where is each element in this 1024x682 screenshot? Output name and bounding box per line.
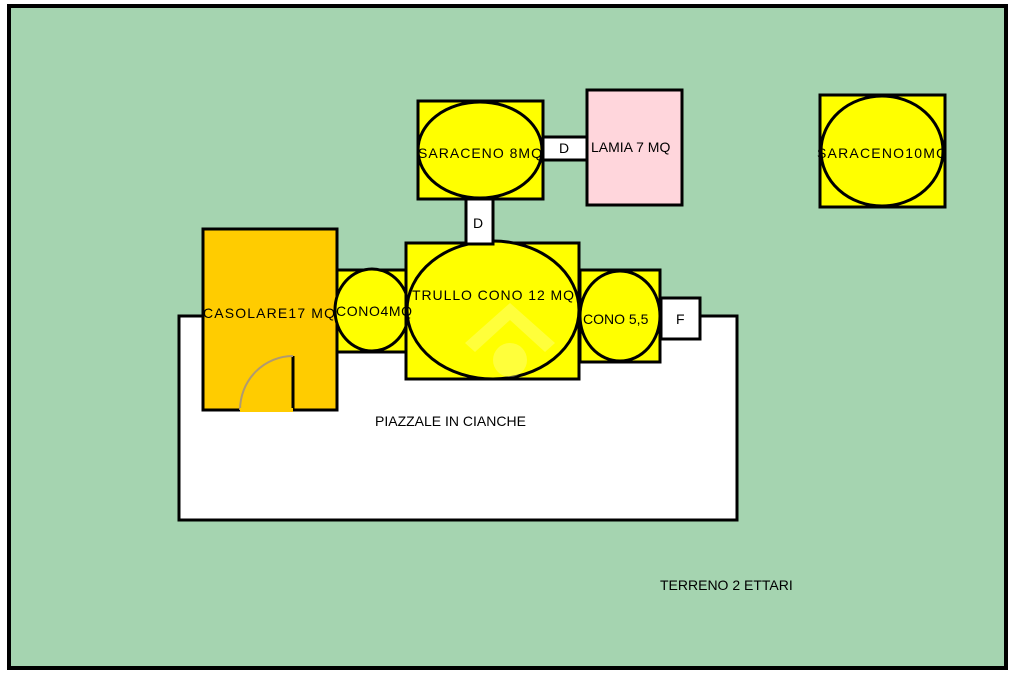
label-cono4: CONO4MQ (336, 303, 412, 319)
casolare-door-swing (239, 355, 294, 411)
label-piazzale: PIAZZALE IN CIANCHE (375, 413, 526, 429)
label-door-top: D (559, 140, 569, 156)
label-door-mid: D (473, 215, 483, 231)
label-f: F (676, 311, 685, 327)
casolare-room (201, 227, 339, 412)
trullo-dome (405, 239, 581, 381)
f-room (659, 296, 702, 341)
label-saraceno8: SARACENO 8MQ (418, 145, 542, 161)
saraceno10-dome (819, 94, 945, 208)
label-casolare: CASOLARE17 MQ (203, 305, 335, 321)
label-cono55: CONO 5,5 (583, 311, 649, 327)
lamia-room (585, 88, 684, 207)
label-trullo: TRULLO CONO 12 MQ (412, 287, 574, 303)
label-terreno: TERRENO 2 ETTARI (660, 577, 793, 593)
label-saraceno10: SARACENO10MQ (817, 145, 947, 161)
watermark-house-icon (465, 303, 555, 377)
label-lamia: LAMIA 7 MQ (591, 139, 670, 155)
door-mid (464, 197, 495, 246)
